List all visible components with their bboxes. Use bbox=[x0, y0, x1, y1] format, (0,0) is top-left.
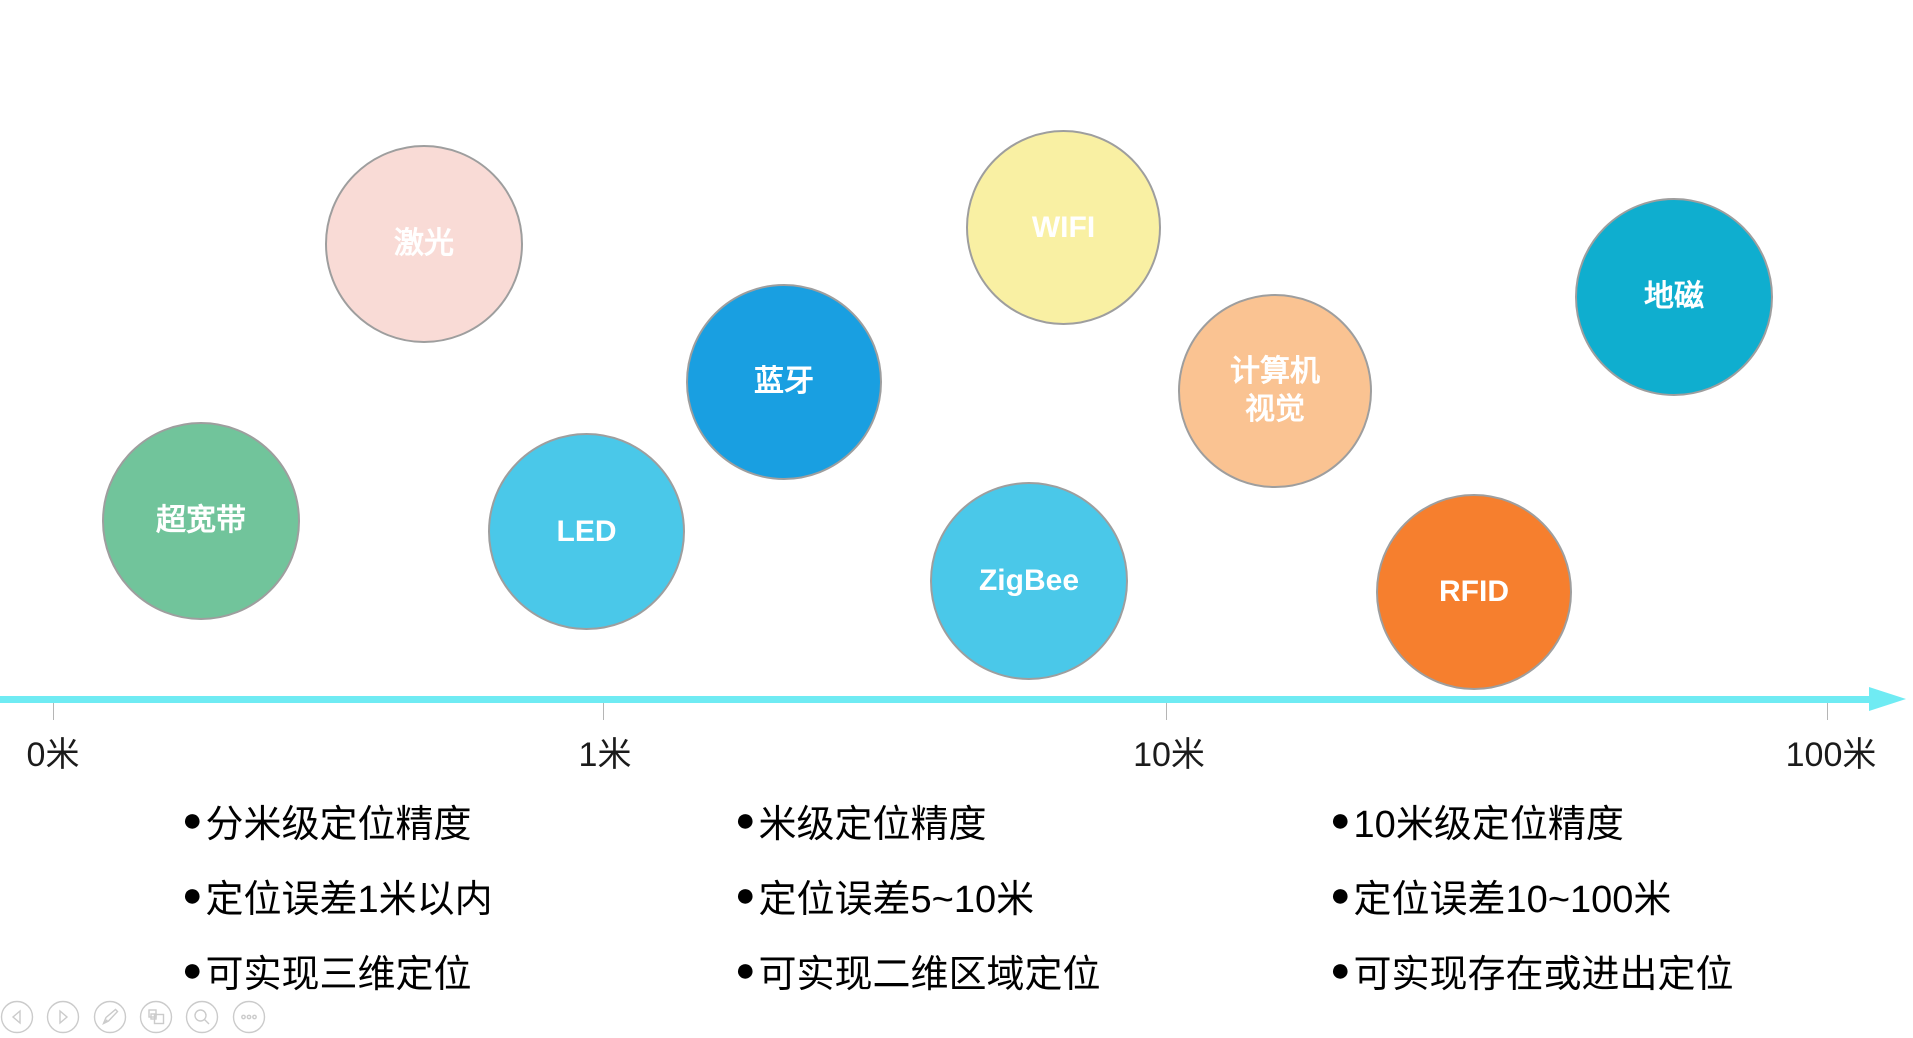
axis-label-1m: 1米 bbox=[578, 736, 632, 774]
bullet-item: ● 米级定位精度 bbox=[735, 796, 1101, 846]
more-options-button[interactable] bbox=[232, 1000, 266, 1034]
pen-tool-button[interactable] bbox=[93, 1000, 127, 1034]
bubble-wifi-label: WIFI bbox=[1031, 210, 1096, 244]
axis-arrow-icon bbox=[1869, 687, 1906, 711]
bullet-text: 定位误差5~10米 bbox=[758, 878, 1035, 921]
bullet-column-decimeter: ● 分米级定位精度 ● 定位误差1米以内 ● 可实现三维定位 bbox=[182, 796, 493, 1021]
bullet-text: 可实现存在或进出定位 bbox=[1353, 953, 1734, 996]
bullet-dot-icon: ● bbox=[182, 801, 203, 839]
bullet-dot-icon: ● bbox=[735, 801, 756, 839]
bullet-text: 10米级定位精度 bbox=[1353, 803, 1624, 846]
bubble-laser-label: 激光 bbox=[394, 227, 454, 260]
bubble-zigbee-label: ZigBee bbox=[978, 564, 1080, 597]
axis-label-0m: 0米 bbox=[26, 736, 80, 774]
bubble-bluetooth: 蓝牙 bbox=[686, 284, 882, 480]
bullet-dot-icon: ● bbox=[182, 876, 203, 914]
bullet-dot-icon: ● bbox=[1330, 801, 1351, 839]
bubble-geomagnetic: 地磁 bbox=[1575, 198, 1773, 396]
bullet-dot-icon: ● bbox=[182, 951, 203, 989]
zoom-button[interactable] bbox=[185, 1000, 219, 1034]
magnifier-icon bbox=[185, 1000, 219, 1034]
previous-slide-button[interactable] bbox=[0, 1000, 34, 1034]
bubble-uwb-label: 超宽带 bbox=[156, 504, 246, 537]
bullet-text: 定位误差10~100米 bbox=[1353, 878, 1672, 921]
bubble-computer-vision: 计算机 视觉 bbox=[1178, 294, 1372, 488]
bullet-item: ● 定位误差1米以内 bbox=[182, 871, 493, 921]
next-slide-button[interactable] bbox=[46, 1000, 80, 1034]
bubble-rfid: RFID bbox=[1376, 494, 1572, 690]
bullet-column-meter: ● 米级定位精度 ● 定位误差5~10米 ● 可实现二维区域定位 bbox=[735, 796, 1101, 1021]
bullet-item: ● 分米级定位精度 bbox=[182, 796, 493, 846]
axis-tick-10m bbox=[1166, 703, 1167, 720]
distance-axis-line bbox=[0, 696, 1872, 703]
bullet-text: 分米级定位精度 bbox=[205, 803, 472, 846]
bubble-computer-vision-label-line2: 视觉 bbox=[1245, 393, 1305, 426]
bubble-led-label: LED bbox=[556, 514, 617, 548]
prev-arrow-icon bbox=[0, 1000, 34, 1034]
axis-tick-1m bbox=[603, 703, 604, 720]
axis-label-100m: 100米 bbox=[1785, 736, 1877, 774]
bullet-dot-icon: ● bbox=[735, 876, 756, 914]
bubble-led: LED bbox=[488, 433, 685, 630]
bullet-text: 可实现三维定位 bbox=[205, 953, 472, 996]
bullet-column-ten-meter: ● 10米级定位精度 ● 定位误差10~100米 ● 可实现存在或进出定位 bbox=[1330, 796, 1734, 1021]
next-arrow-icon bbox=[46, 1000, 80, 1034]
bubble-bluetooth-label: 蓝牙 bbox=[754, 365, 814, 398]
bullet-item: ● 定位误差10~100米 bbox=[1330, 871, 1734, 921]
bullet-item: ● 定位误差5~10米 bbox=[735, 871, 1101, 921]
bullet-dot-icon: ● bbox=[1330, 951, 1351, 989]
bullet-item: ● 可实现三维定位 bbox=[182, 946, 493, 996]
axis-label-10m: 10米 bbox=[1133, 736, 1205, 774]
bubble-geomagnetic-label: 地磁 bbox=[1644, 280, 1704, 313]
bubble-rfid-label: RFID bbox=[1439, 575, 1509, 608]
pen-icon bbox=[93, 1000, 127, 1034]
bullet-item: ● 可实现存在或进出定位 bbox=[1330, 946, 1734, 996]
bullet-item: ● 10米级定位精度 bbox=[1330, 796, 1734, 846]
bullet-dot-icon: ● bbox=[735, 951, 756, 989]
bubble-zigbee: ZigBee bbox=[930, 482, 1128, 680]
bullet-item: ● 可实现二维区域定位 bbox=[735, 946, 1101, 996]
bubble-computer-vision-label-line1: 计算机 bbox=[1230, 355, 1320, 388]
bullet-text: 可实现二维区域定位 bbox=[758, 953, 1101, 996]
bullet-text: 定位误差1米以内 bbox=[205, 878, 493, 921]
bullet-dot-icon: ● bbox=[1330, 876, 1351, 914]
bullet-text: 米级定位精度 bbox=[758, 803, 987, 846]
bubble-laser: 激光 bbox=[325, 145, 523, 343]
ellipsis-icon bbox=[232, 1000, 266, 1034]
axis-tick-100m bbox=[1827, 703, 1828, 720]
slides-icon bbox=[139, 1000, 173, 1034]
bubble-wifi: WIFI bbox=[966, 130, 1161, 325]
axis-tick-0m bbox=[53, 703, 54, 720]
bubble-uwb: 超宽带 bbox=[102, 422, 300, 620]
slide-panel-button[interactable] bbox=[139, 1000, 173, 1034]
